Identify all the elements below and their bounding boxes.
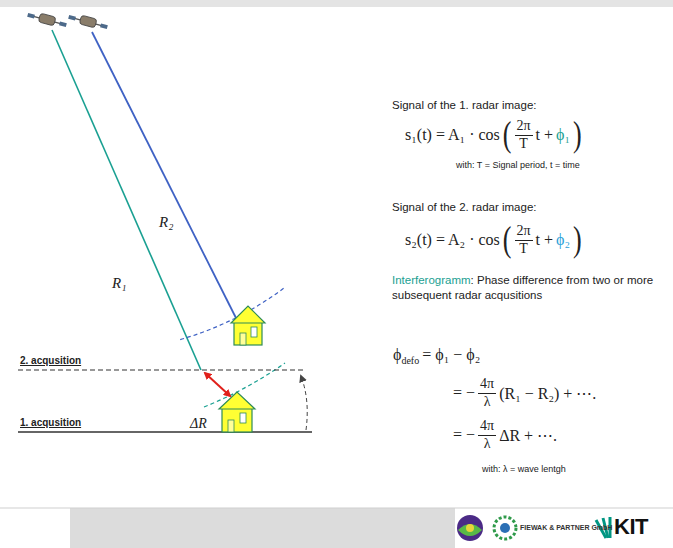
parenthesis: ) [573,222,582,257]
numerator: 4π [478,376,496,393]
formula-term: = − [453,426,475,444]
house [219,392,255,432]
phase-term: ϕ₂ [556,231,570,249]
term-highlight: Interferogramm [392,274,471,286]
formula-term: (R₁ − R₂) + ⋯. [499,384,596,403]
subscript: defo [401,355,419,366]
logo-ground [455,508,673,548]
gfz-logo [457,515,483,541]
slide-edge [0,508,673,509]
bottom-band [70,508,673,548]
logo-text: KIT [614,515,648,539]
formula-term: t + [536,231,553,249]
displacement-label: ΔR [190,416,207,432]
range-line [52,30,201,370]
satellite [27,10,68,29]
level-label: 2. acqusition [20,355,81,367]
formula-term: = − [453,384,475,402]
formula-note: with: T = Signal period, t = time [456,160,580,171]
fraction: 4πλ [478,376,496,409]
range-label: R₁ [112,275,126,292]
level-line [18,369,305,370]
subscripted-symbol: ϕdefo [393,346,419,364]
numerator: 4π [478,418,496,435]
level-line [18,431,312,432]
formula-term: ΔR + ⋯. [499,426,557,445]
numerator: 2π [515,118,533,135]
fraction: 2πT [515,118,533,151]
formula: ϕdefo= ϕ₁ − ϕ₂ [393,333,480,377]
fiewak-logo [494,517,516,539]
fraction: 4πλ [478,418,496,451]
range-label: R₂ [159,214,173,231]
numerator: 2π [515,223,533,240]
formula: s₁(t) = A₁ · cos(2πTt +ϕ₁) [405,113,582,157]
formula-term: = ϕ₁ − ϕ₂ [422,346,480,364]
displacement-arrow [205,373,230,396]
formula-term: s₂(t) = A₂ · cos [405,231,500,249]
satellite [68,12,109,31]
logo-text: FIEWAK & PARTNER GmbH [520,524,612,532]
denominator: λ [482,436,493,452]
denominator: T [517,136,530,152]
top-band [0,0,673,7]
range-line [92,32,236,318]
formula-term: ϕ [393,346,401,364]
formula: = −4πλ(R₁ − R₂) + ⋯. [453,371,596,415]
signal-heading: Signal of the 2. radar image: [392,200,536,214]
formula: = −4πλΔR + ⋯. [453,413,557,457]
parenthesis: ( [503,117,512,152]
house [231,306,265,345]
phase-term: ϕ₁ [556,126,570,144]
fraction: 2πT [515,223,533,256]
parenthesis: ( [503,222,512,257]
formula-term: s₁(t) = A₁ · cos [405,126,500,144]
uplift-arrow [301,376,307,430]
denominator: λ [482,394,493,410]
denominator: T [517,241,530,257]
formula: s₂(t) = A₂ · cos(2πTt +ϕ₂) [405,218,582,262]
description: Interferogramm: Phase difference from tw… [392,273,654,303]
signal-heading: Signal of the 1. radar image: [392,98,536,112]
wavefront-arc [180,288,284,340]
formula-term: t + [536,126,553,144]
formula-note: with: λ = wave lentgh [482,464,566,475]
level-label: 1. acqusition [20,417,81,429]
parenthesis: ) [573,117,582,152]
